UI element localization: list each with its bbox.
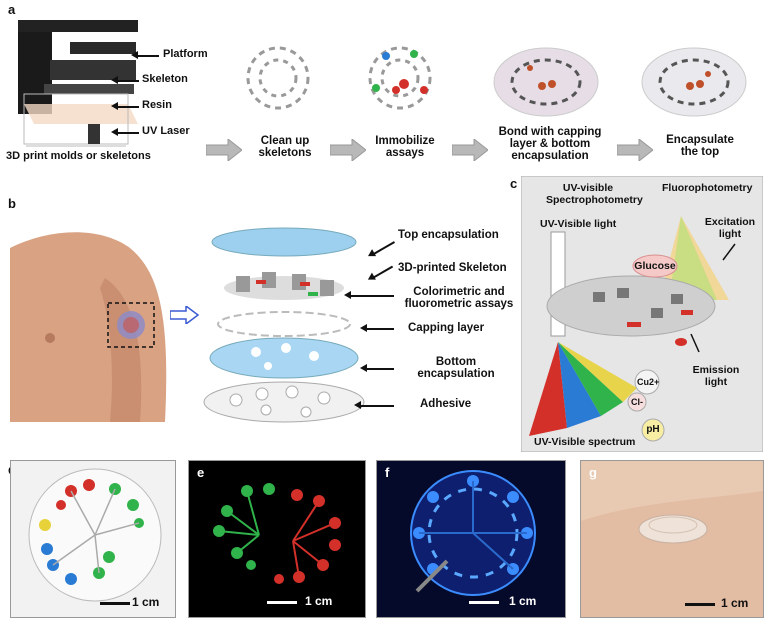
assays-arrow: [344, 291, 394, 299]
step-arrow-1: [206, 139, 242, 161]
step-arrow-4: [617, 139, 653, 161]
panel-g-label: g: [589, 465, 597, 480]
clean-skeleton-image: [246, 46, 310, 110]
glucose-label: Glucose: [634, 260, 676, 272]
left-title: UV-visible Spectrophotometry: [546, 182, 643, 206]
panel-e-label: e: [197, 465, 205, 480]
printer-illustration: [18, 20, 138, 147]
exploded-layers: [203, 227, 365, 423]
photo-f: f 1 cm: [376, 460, 566, 618]
uv-light-label: UV-Visible light: [540, 218, 617, 230]
step-bond: Bond with capping layer & bottom encapsu…: [498, 126, 602, 162]
uv-laser-arrow: [111, 128, 139, 136]
spectrum-label: UV-Visible spectrum: [534, 436, 636, 448]
arm-photo: [10, 218, 180, 422]
scale-text-d: 1 cm: [132, 595, 160, 609]
resin-arrow: [111, 102, 139, 110]
scale-text-g: 1 cm: [721, 596, 749, 610]
spectrophotometry-diagram: [521, 176, 763, 452]
scale-text-e: 1 cm: [305, 594, 333, 608]
cl-label: Cl-: [631, 397, 643, 407]
bonded-device-image: [493, 47, 599, 117]
layer-bottom-encapsulation: Bottom encapsulation: [417, 356, 495, 380]
scale-bar-g: [685, 603, 715, 606]
resin-label: Resin: [142, 99, 172, 111]
photo-e: e 1 cm: [188, 460, 366, 618]
step-immobilize: Immobilize assays: [375, 135, 435, 159]
emission-label: Emission light: [692, 364, 740, 388]
step-encapsulate: Encapsulate the top: [666, 134, 734, 158]
excitation-label: Excitation light: [704, 216, 756, 240]
top-encapsulation-arrow: [373, 241, 395, 255]
right-title: Fluorophotometry: [662, 182, 753, 194]
platform-label: Platform: [163, 48, 208, 60]
step-clean: Clean up skeletons: [258, 135, 312, 159]
platform-arrow: [131, 51, 159, 59]
skeleton-arrow: [111, 76, 139, 84]
panel-f-label: f: [385, 465, 390, 480]
step-arrow-3: [452, 139, 488, 161]
photo-d: [10, 460, 176, 618]
photo-g: g 1 cm: [580, 460, 764, 618]
ph-label: pH: [646, 424, 660, 435]
scale-bar-e: [267, 601, 297, 604]
cu-label: Cu2+: [637, 377, 660, 387]
panel-a-label: a: [8, 2, 16, 17]
adhesive-arrow: [354, 401, 394, 409]
immobilized-skeleton-image: [368, 46, 432, 110]
encapsulated-device-image: [641, 47, 747, 117]
print-caption: 3D print molds or skeletons: [6, 150, 151, 162]
bottom-encapsulation-arrow: [360, 364, 394, 372]
layer-assays: Colorimetric and fluorometric assays: [404, 286, 514, 310]
uv-laser-label: UV Laser: [142, 125, 190, 137]
layer-skeleton: 3D-printed Skeleton: [398, 262, 507, 274]
scale-bar-f: [469, 601, 499, 604]
skeleton-label: Skeleton: [142, 73, 188, 85]
skeleton-layer-arrow: [373, 265, 393, 278]
layer-top-encapsulation: Top encapsulation: [398, 229, 499, 241]
layer-capping: Capping layer: [408, 322, 485, 334]
panel-b-label: b: [8, 196, 16, 211]
step-arrow-2: [330, 139, 366, 161]
panel-c-label: c: [510, 176, 518, 191]
scale-text-f: 1 cm: [509, 594, 537, 608]
layer-adhesive: Adhesive: [420, 398, 472, 410]
zoom-arrow: [170, 306, 200, 324]
capping-arrow: [360, 324, 394, 332]
scale-bar-d: [100, 602, 130, 605]
